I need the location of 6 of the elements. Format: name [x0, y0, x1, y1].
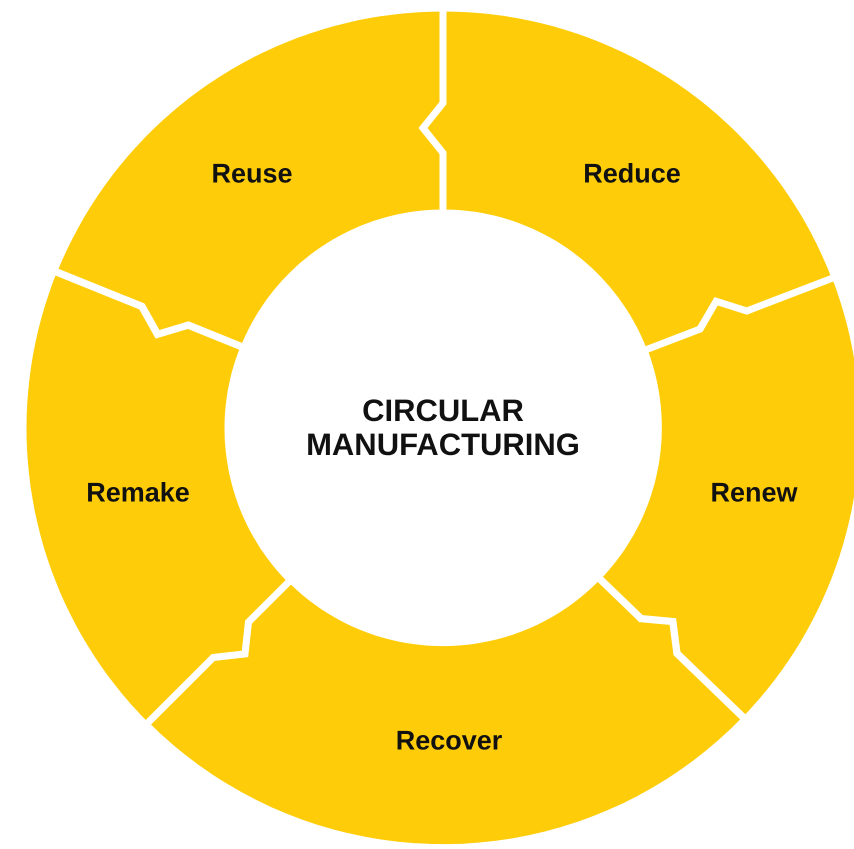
- segment-label: Remake: [86, 477, 190, 508]
- segment-label: Reduce: [583, 158, 681, 190]
- segment-label: Recover: [396, 725, 502, 756]
- segment-label: Reuse: [211, 158, 292, 190]
- segment-label: Renew: [710, 477, 798, 508]
- center-title: CIRCULAR MANUFACTURING: [305, 394, 581, 462]
